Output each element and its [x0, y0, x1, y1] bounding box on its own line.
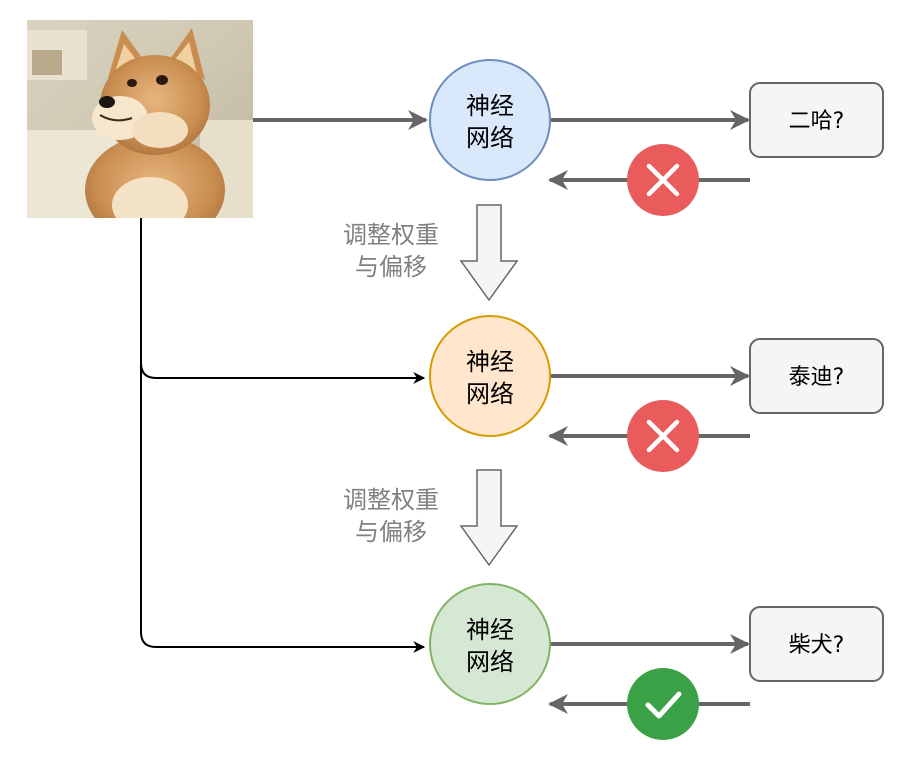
network-label-line1: 神经 — [466, 92, 514, 120]
network-label-line1: 神经 — [466, 616, 514, 644]
network-label-line2: 网络 — [466, 124, 514, 152]
answer-box — [749, 82, 884, 158]
network-label-line1: 神经 — [466, 348, 514, 376]
down-arrow-icon — [459, 204, 519, 302]
shiba-inu-photo — [27, 20, 253, 218]
answer-label: 柴犬? — [789, 633, 845, 658]
check-icon — [627, 668, 699, 740]
answer-box — [749, 338, 884, 414]
network-label-line2: 网络 — [466, 648, 514, 676]
answer-label: 泰迪? — [789, 365, 845, 390]
adjust-label-line2: 与偏移 — [355, 253, 427, 281]
adjust-label-line1: 调整权重 — [343, 486, 439, 514]
down-arrow-icon — [459, 469, 519, 567]
neural-network-node — [429, 59, 551, 181]
neural-network-node — [429, 315, 551, 437]
network-label-line2: 网络 — [466, 380, 514, 408]
answer-label: 二哈? — [789, 109, 845, 134]
adjust-label-line1: 调整权重 — [343, 221, 439, 249]
answer-box — [749, 606, 884, 682]
cross-icon — [627, 144, 699, 216]
neural-network-node — [429, 583, 551, 705]
input-line-to-network-3 — [140, 363, 426, 653]
cross-icon — [627, 400, 699, 472]
adjust-label-line2: 与偏移 — [355, 518, 427, 546]
